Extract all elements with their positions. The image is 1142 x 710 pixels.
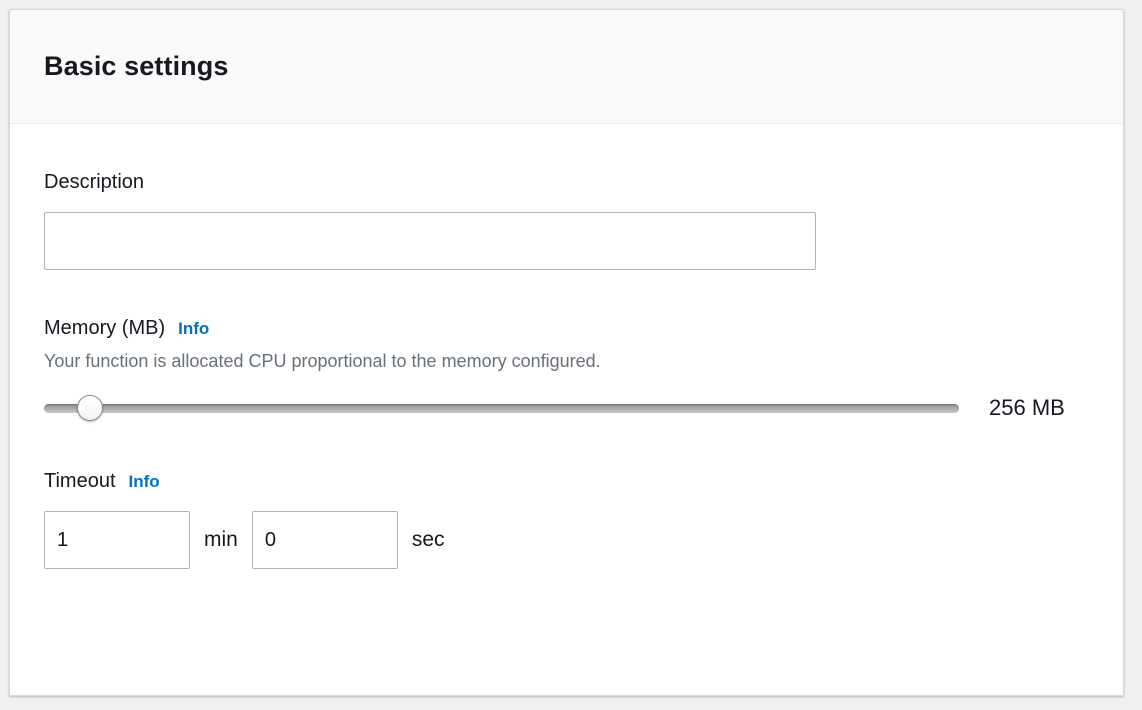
timeout-inputs-row: min sec bbox=[44, 511, 1089, 570]
memory-value-label: 256 MB bbox=[989, 395, 1065, 421]
timeout-minutes-input[interactable] bbox=[44, 511, 190, 570]
basic-settings-card: Basic settings Description Memory (MB) I… bbox=[9, 9, 1124, 696]
memory-info-link[interactable]: Info bbox=[178, 319, 210, 338]
memory-field-group: Memory (MB) Info Your function is alloca… bbox=[44, 316, 1089, 422]
memory-slider[interactable] bbox=[44, 395, 959, 422]
timeout-minutes-unit: min bbox=[204, 528, 238, 552]
memory-description: Your function is allocated CPU proportio… bbox=[44, 351, 601, 371]
timeout-label-text: Timeout bbox=[44, 470, 116, 493]
page-title: Basic settings bbox=[44, 51, 229, 82]
memory-label: Memory (MB) Info bbox=[44, 316, 1089, 341]
description-input[interactable] bbox=[44, 212, 816, 270]
description-label: Description bbox=[44, 170, 1089, 195]
memory-label-text: Memory (MB) bbox=[44, 317, 166, 339]
timeout-seconds-input[interactable] bbox=[251, 511, 398, 570]
memory-slider-row: 256 MB bbox=[44, 395, 1089, 422]
timeout-field-group: Timeout Info min sec bbox=[44, 469, 1089, 570]
card-header: Basic settings bbox=[10, 10, 1123, 124]
description-field-group: Description bbox=[44, 170, 1089, 270]
description-label-text: Description bbox=[44, 171, 145, 193]
timeout-seconds-unit: sec bbox=[411, 528, 445, 552]
memory-slider-track[interactable] bbox=[44, 404, 959, 414]
card-body: Description Memory (MB) Info Your functi… bbox=[10, 124, 1123, 570]
memory-slider-thumb[interactable] bbox=[76, 395, 103, 422]
timeout-label: Timeout Info bbox=[44, 469, 1089, 494]
timeout-info-link[interactable]: Info bbox=[128, 472, 160, 492]
